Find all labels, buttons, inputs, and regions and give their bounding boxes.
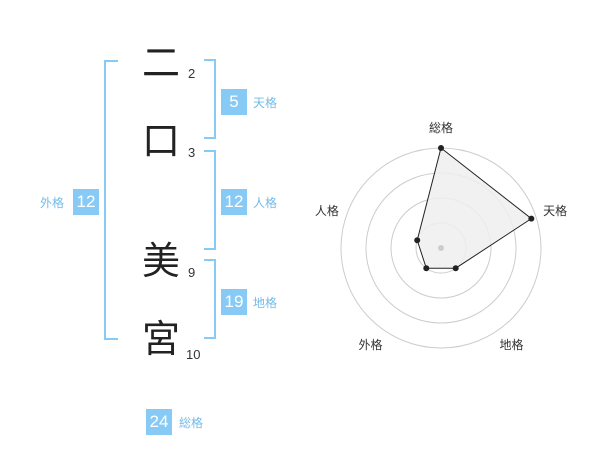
tenkaku-value-badge: 5 xyxy=(221,89,247,115)
radar-center-dot xyxy=(438,245,444,251)
name-char-4: 宮 xyxy=(141,317,180,361)
jinkaku-bracket xyxy=(204,150,216,250)
stroke-count-1: 2 xyxy=(188,66,196,81)
name-char-1: 二 xyxy=(141,41,180,85)
jinkaku-label: 人格 xyxy=(253,196,278,210)
soukaku-label: 総格 xyxy=(179,416,204,430)
soukaku-value-badge: 24 xyxy=(146,409,172,435)
gaikaku-label: 外格 xyxy=(40,196,65,210)
radar-point-2 xyxy=(528,215,535,222)
radar-axis-label-4: 外格 xyxy=(358,337,382,352)
radar-point-5 xyxy=(414,237,421,244)
radar-point-1 xyxy=(438,145,444,151)
name-char-3: 美 xyxy=(141,239,180,283)
gaikaku-bracket xyxy=(104,60,118,340)
radar-axis-label-1: 総格 xyxy=(429,120,453,135)
chikaku-value-badge: 19 xyxy=(221,289,247,315)
gaikaku-value-badge: 12 xyxy=(73,189,99,215)
chikaku-label: 地格 xyxy=(253,296,278,310)
chikaku-bracket xyxy=(204,259,216,339)
radar-axis-label-5: 人格 xyxy=(315,203,339,218)
tenkaku-bracket xyxy=(204,59,216,139)
stroke-count-2: 3 xyxy=(188,145,196,160)
radar-polygon xyxy=(416,147,533,269)
radar-point-4 xyxy=(423,265,430,272)
radar-point-3 xyxy=(452,265,459,272)
name-char-2: 口 xyxy=(141,119,180,163)
stroke-count-4: 10 xyxy=(186,347,201,362)
jinkaku-value-badge: 12 xyxy=(221,189,247,215)
radar-axis-label-2: 天格 xyxy=(543,203,567,218)
stroke-count-3: 9 xyxy=(188,265,196,280)
tenkaku-label: 天格 xyxy=(253,96,278,110)
radar-axis-label-3: 地格 xyxy=(500,337,524,352)
